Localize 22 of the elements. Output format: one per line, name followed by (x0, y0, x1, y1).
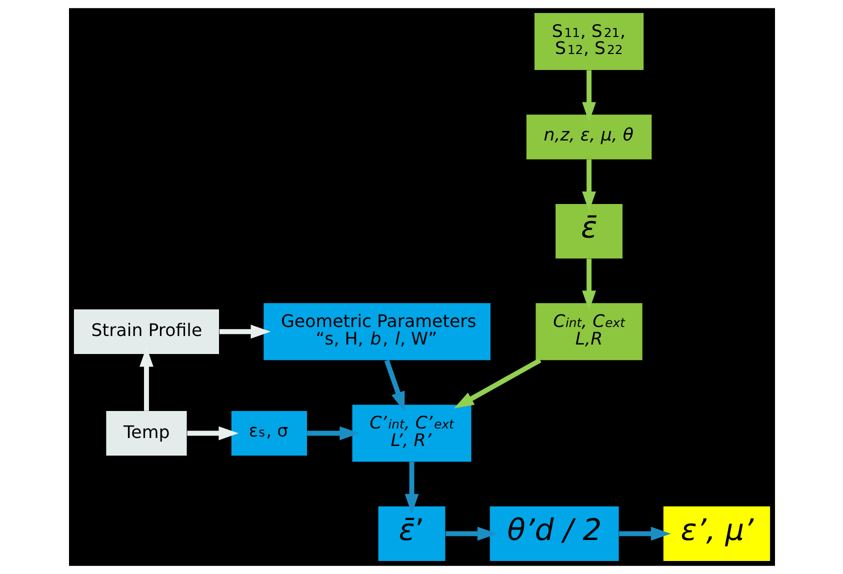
arrow (582, 258, 596, 311)
node-box: θ’d / 2 (489, 506, 618, 561)
arrow (218, 324, 270, 339)
node-box: Geometric Parameters “s, H, b, l, W” (263, 303, 490, 360)
node-box: n,z, ε, μ, θ (526, 114, 652, 160)
arrow (404, 462, 418, 514)
arrow (445, 526, 497, 541)
arrow (453, 358, 541, 408)
node-box: εs, σ (230, 410, 307, 456)
arrow (306, 426, 360, 440)
arrow (582, 70, 596, 122)
arrow (618, 526, 670, 541)
node-box: ε̄’ (378, 506, 445, 561)
arrow (384, 360, 404, 412)
node-box: Temp (106, 410, 186, 456)
node-box: ε̄ (555, 204, 622, 258)
node-box: Cint, Cext L,R (535, 303, 642, 360)
arrow (186, 426, 238, 440)
node-box: Strain Profile (73, 309, 218, 354)
node-box: ε’, μ’ (662, 506, 770, 561)
arrow (582, 160, 596, 212)
node-box: C’int, C’ext L’, R’ (352, 404, 471, 462)
